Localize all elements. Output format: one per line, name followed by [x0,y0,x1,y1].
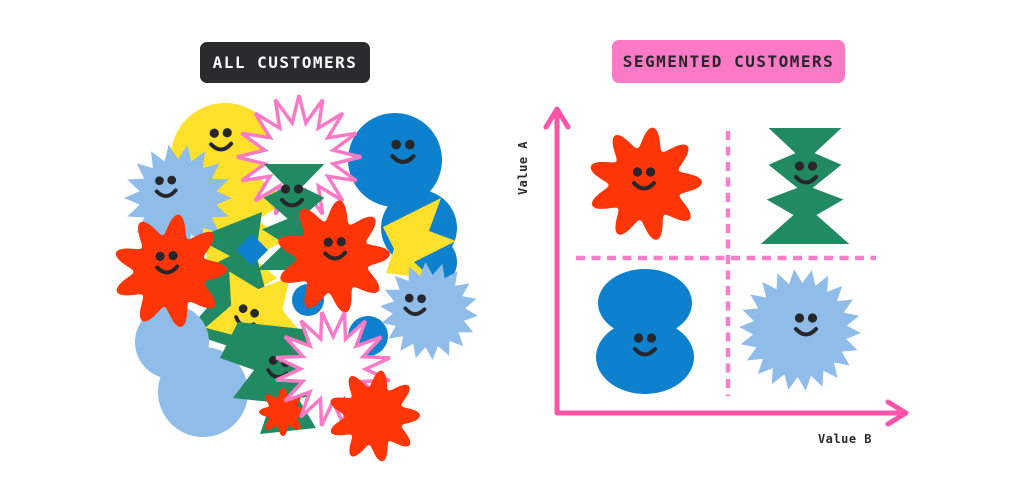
eye-icon [250,308,259,318]
eye-icon [209,128,219,138]
eye-icon [404,293,414,303]
smile-icon [632,181,656,191]
smiley-face [155,251,180,275]
eye-icon [168,251,178,261]
eye-icon [280,184,291,194]
eye-icon [336,237,346,247]
smiley-face [632,167,656,191]
all-customers-cluster [115,94,478,462]
smile-icon [323,250,348,261]
eye-icon [222,128,232,138]
eye-icon [807,313,818,323]
green-tree-customer [760,128,850,244]
eye-icon [633,333,644,343]
eye-icon [794,161,805,171]
eye-icon [404,139,415,150]
smiley-face [390,139,416,165]
smile-icon [280,198,304,208]
eye-icon [268,356,278,365]
eye-icon [632,167,643,177]
eye-icon [646,333,657,343]
eye-icon [645,167,656,177]
red-blob-bottom-center [259,388,307,436]
red-flower-bottom-right [330,370,420,462]
smile-icon [154,188,178,198]
eye-icon [391,139,402,150]
smile-icon [155,264,180,275]
eye-icon [323,237,333,247]
smile-icon [403,306,427,316]
all-customers-label-text: ALL CUSTOMERS [212,53,358,72]
green-tree-character-top [257,164,331,270]
eye-icon [417,294,426,304]
light-blue-double-blob [135,305,248,437]
smiley-face [403,293,427,316]
segmented-customers-label-text: SEGMENTED CUSTOMERS [622,52,835,71]
smiley-face [794,313,818,337]
light-blue-starburst-character-right [380,262,478,360]
smile-icon [794,175,818,185]
y-axis-label: Value A [516,140,530,196]
smiley-face [209,128,234,152]
smiley-face [794,161,818,185]
eye-icon [807,161,818,171]
eye-icon [155,176,164,186]
yellow-star-character-bottom [205,271,304,368]
y-axis-arrow-icon [543,106,571,130]
smiley-face [323,237,348,261]
light-blue-starburst-character-left [124,144,232,252]
white-starburst-top [236,94,362,220]
x-axis-label: Value B [817,432,873,446]
eye-icon [238,304,248,314]
smile-icon [633,347,657,357]
yellow-arrow-star [383,198,456,279]
light-blue-starburst-customer [739,269,861,391]
smiley-face [154,175,178,198]
eye-icon [293,184,304,194]
smile-icon [794,327,818,337]
red-flower-customer [590,127,702,240]
smile-icon [209,141,234,152]
smiley-face [633,333,657,357]
segmented-customers-label: SEGMENTED CUSTOMERS [612,40,845,83]
eye-icon [794,313,805,323]
all-customers-label: ALL CUSTOMERS [200,42,370,83]
segmented-customers-chart [543,106,909,427]
eye-icon [155,251,165,261]
blue-diamond [236,234,268,266]
eye-icon [167,175,177,185]
x-axis-arrow-icon [885,399,909,427]
blue-blob-customer [596,269,694,394]
smile-icon [390,154,416,165]
axes-lines [554,109,906,416]
smiley-face [280,184,304,208]
